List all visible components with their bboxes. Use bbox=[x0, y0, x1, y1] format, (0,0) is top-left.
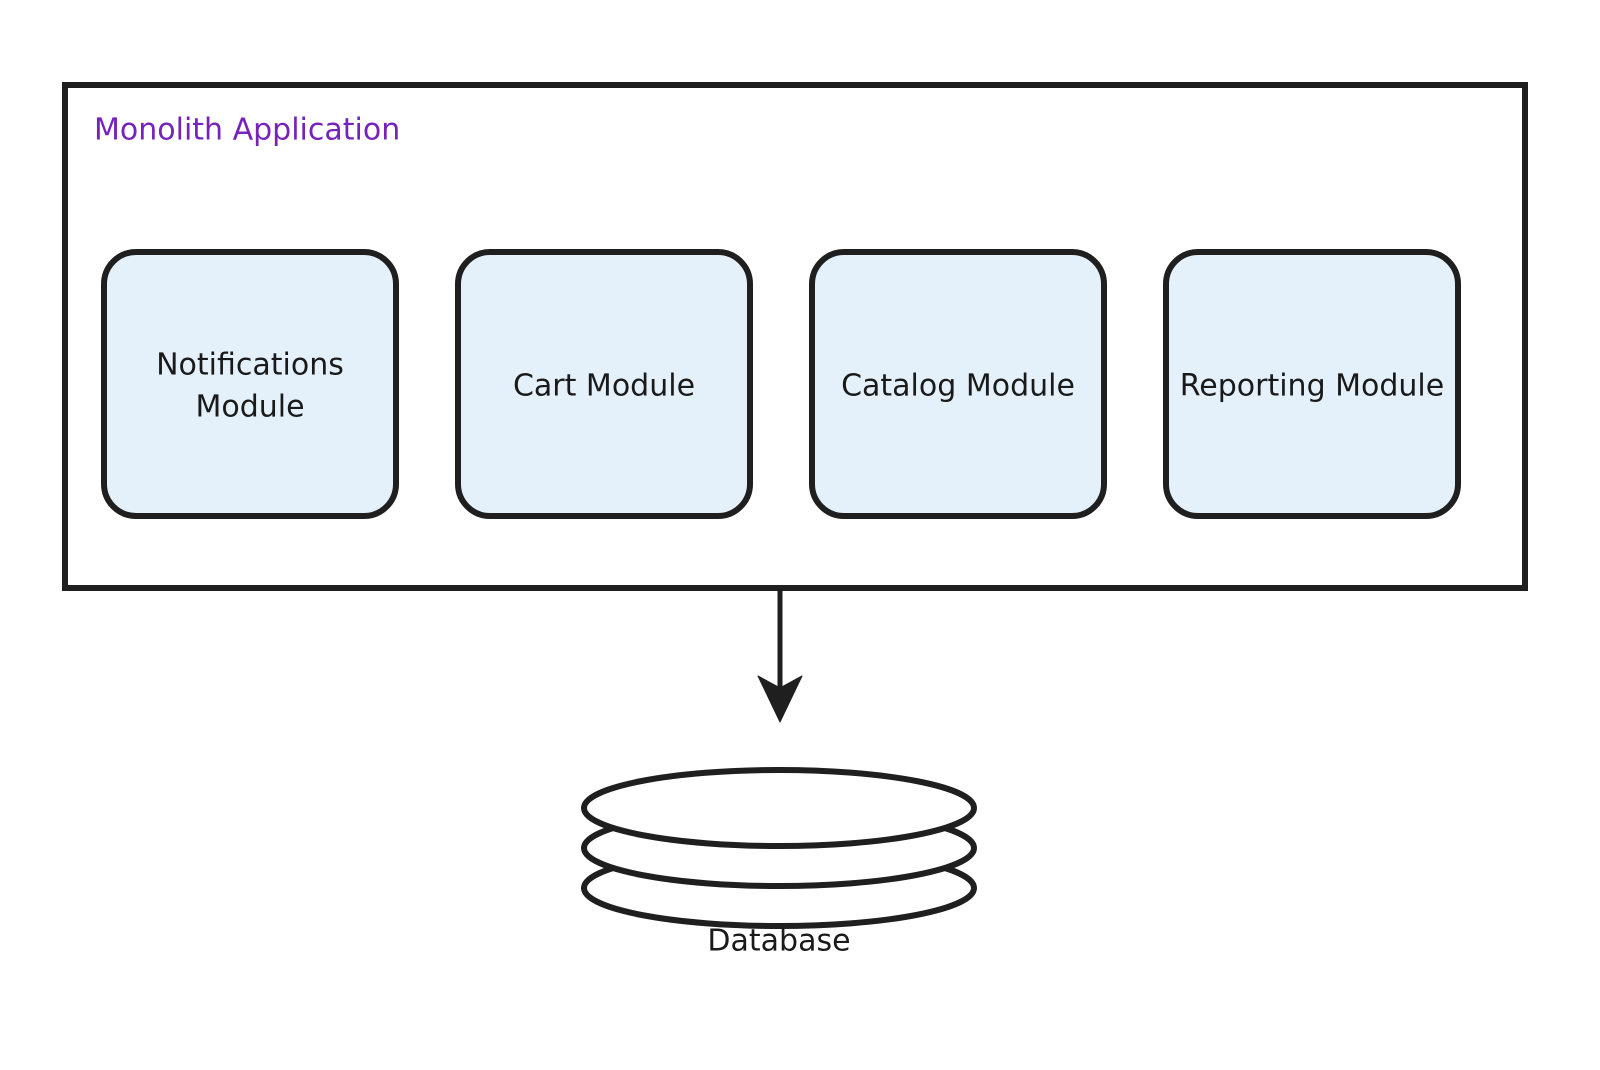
module-node-cart[interactable]: Cart Module bbox=[455, 249, 753, 519]
module-box-reporting[interactable] bbox=[1163, 249, 1461, 519]
module-box-catalog[interactable] bbox=[809, 249, 1107, 519]
module-node-notifications[interactable]: Notifications Module bbox=[101, 249, 399, 519]
edge-arrowhead-database bbox=[757, 675, 803, 723]
edge-monolith-to-database[interactable] bbox=[757, 588, 803, 723]
module-box-cart[interactable] bbox=[455, 249, 753, 519]
module-label-reporting: Reporting Module bbox=[1180, 369, 1444, 404]
module-label-catalog: Catalog Module bbox=[841, 369, 1075, 404]
module-label-notifications-line1: Notifications bbox=[156, 348, 344, 383]
database-disk-top bbox=[581, 767, 977, 849]
module-box-notifications[interactable] bbox=[101, 249, 399, 519]
database-node[interactable]: Database bbox=[581, 767, 977, 959]
database-label: Database bbox=[707, 924, 850, 959]
module-node-catalog[interactable]: Catalog Module bbox=[809, 249, 1107, 519]
module-node-reporting[interactable]: Reporting Module bbox=[1163, 249, 1461, 519]
module-label-notifications-line2: Module bbox=[195, 390, 304, 425]
module-label-cart: Cart Module bbox=[513, 369, 695, 404]
monolith-container-title: Monolith Application bbox=[94, 113, 400, 148]
